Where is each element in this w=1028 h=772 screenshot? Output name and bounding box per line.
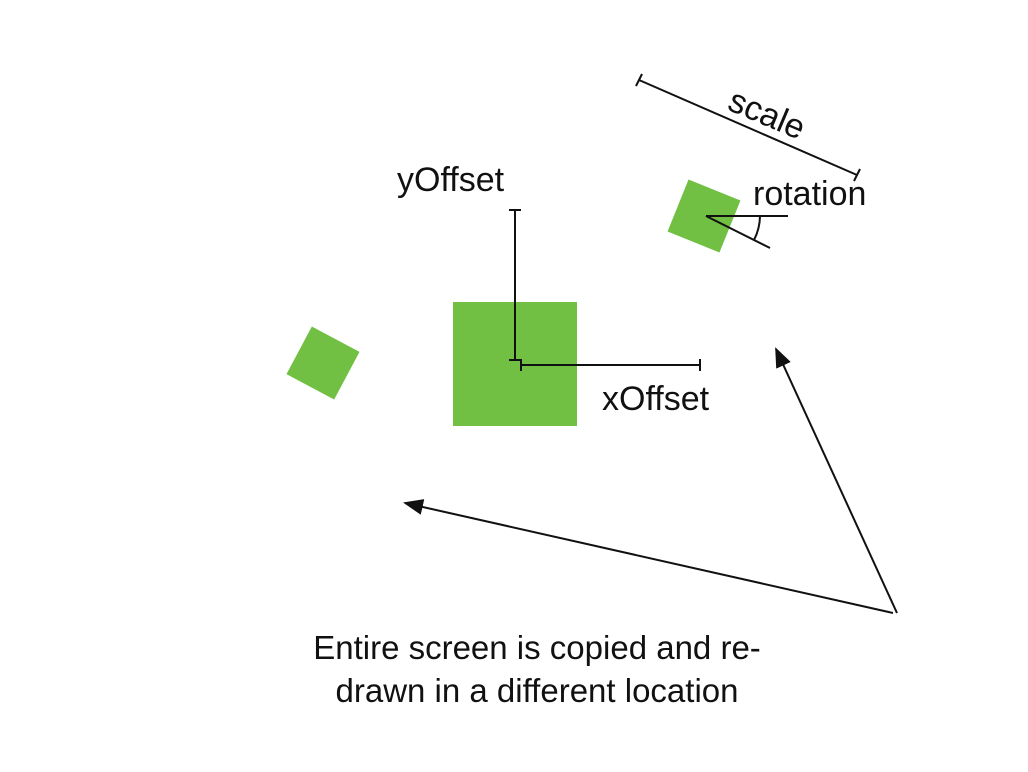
top-right-copy-square [667,179,741,253]
x-offset-indicator [520,359,701,371]
scale-label: scale [723,81,811,147]
caption-line-1: Entire screen is copied and re- [313,629,761,666]
arrow-to-top-right-copy [775,347,898,614]
arrow-to-left-copy [403,499,894,614]
rotation-label: rotation [753,175,866,213]
scale-indicator [635,73,861,182]
caption-line-2: drawn in a different location [336,672,739,709]
x-offset-label: xOffset [602,380,710,418]
left-copy-square [286,326,360,400]
y-offset-indicator [509,209,521,361]
rotation-indicator [705,215,788,249]
y-offset-label: yOffset [397,161,505,199]
